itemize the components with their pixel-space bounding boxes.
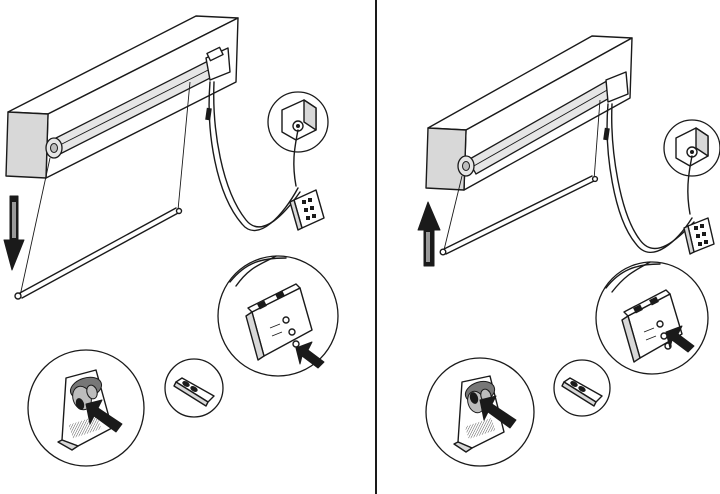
pointer-arrow-icon	[85, 399, 123, 433]
motor-cable	[603, 103, 695, 253]
pointer-arrow-icon	[479, 395, 517, 429]
direction-arrow-icon	[3, 195, 25, 271]
blind-fabric	[439, 99, 601, 256]
control-unit-icon	[683, 217, 715, 255]
wall-box-icon	[663, 119, 720, 215]
remote-control-icon	[27, 349, 145, 467]
pointer-arrow-icon	[665, 325, 695, 353]
blind-housing	[425, 35, 633, 191]
pointer-arrow-icon	[295, 341, 325, 369]
key-fob-icon	[164, 358, 224, 418]
roller-tube	[45, 46, 231, 159]
control-unit-detail	[217, 255, 339, 377]
roller-tube	[457, 71, 629, 177]
control-unit-icon	[289, 189, 325, 231]
wall-box-icon	[267, 91, 329, 187]
direction-arrow-icon	[417, 201, 441, 267]
control-unit-detail	[595, 261, 709, 375]
blind-fabric	[14, 81, 191, 300]
key-fob-icon	[553, 359, 611, 417]
motor-cable	[205, 81, 301, 232]
blind-housing	[5, 15, 239, 179]
panel-lower	[3, 15, 339, 467]
remote-control-icon	[425, 357, 535, 467]
panel-raise	[417, 35, 720, 467]
